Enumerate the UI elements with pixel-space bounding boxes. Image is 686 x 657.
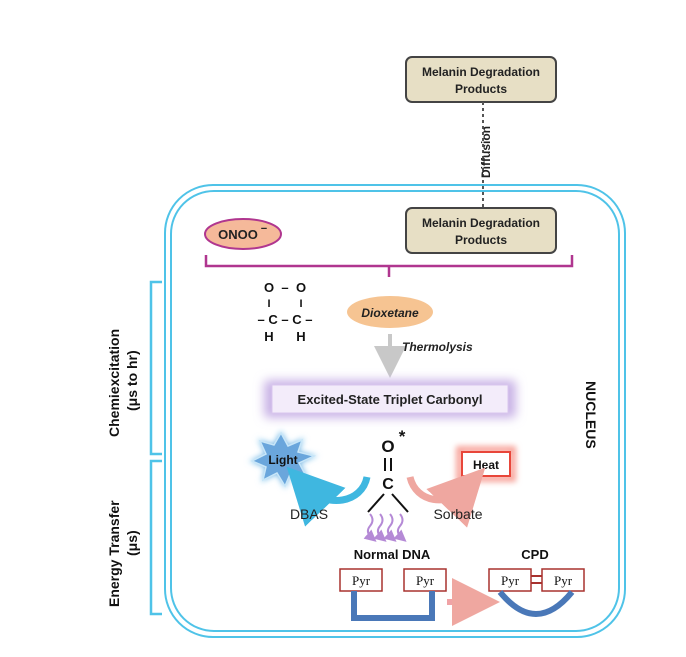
dbas-label: DBAS (290, 506, 328, 522)
top-box-line1: Melanin Degradation (422, 65, 540, 79)
struct-o2: O (296, 280, 306, 295)
carbonyl-group: O * C (367, 427, 409, 513)
light-label: Light (268, 453, 297, 467)
inner-box-line2: Products (455, 233, 507, 247)
struct-row3: – C – C – (258, 312, 313, 327)
heat-label: Heat (473, 458, 499, 472)
diffusion-label: Diffusion (479, 126, 493, 178)
melanin-products-box-top: Melanin Degradation Products (405, 56, 557, 103)
struct-bond2: I (299, 298, 302, 310)
energy-transfer-line1: Energy Transfer (106, 500, 122, 607)
light-burst: Light (248, 429, 319, 490)
heat-box: Heat (456, 446, 516, 482)
thermolysis-label: Thermolysis (402, 340, 473, 354)
normal-dna-label: Normal DNA (354, 547, 431, 562)
pyr-label-3: Pyr (501, 573, 520, 588)
nucleus-outer-border (164, 184, 626, 638)
struct-o1: O (264, 280, 274, 295)
triplet-label: Excited-State Triplet Carbonyl (298, 392, 483, 407)
pyr-label-2: Pyr (416, 573, 435, 588)
normal-dna: Pyr Pyr (339, 568, 447, 621)
dioxetane-label: Dioxetane (361, 306, 419, 320)
magenta-brace (204, 255, 574, 277)
dioxetane-structure: O – O I I – C – C – H H (258, 280, 313, 344)
chemiexcitation-line1: Chemiexcitation (106, 329, 122, 437)
pyr-label-4: Pyr (554, 573, 573, 588)
cpd-label: CPD (521, 547, 548, 562)
top-box-line2: Products (455, 82, 507, 96)
onoo-charge: − (261, 223, 267, 235)
struct-h2: H (296, 329, 305, 344)
carbonyl-star: * (399, 427, 406, 446)
struct-dash: – (281, 280, 288, 295)
inner-box-line1: Melanin Degradation (422, 216, 540, 230)
struct-bond1: I (267, 298, 270, 310)
nucleus-label: NUCLEUS (583, 381, 599, 449)
sorbate-label: Sorbate (433, 506, 482, 522)
energy-transfer-wavy-arrows (363, 513, 407, 542)
dbas-curved-arrow (286, 466, 371, 527)
triplet-carbonyl-box: Excited-State Triplet Carbonyl (264, 380, 516, 418)
sorbate-curved-arrow (406, 467, 486, 528)
chemiexcitation-line2: (μs to hr) (124, 350, 140, 411)
dioxetane-node: Dioxetane (347, 296, 433, 328)
energy-transfer-bracket (149, 459, 162, 616)
carbonyl-o: O (381, 437, 394, 456)
pyr-label-1: Pyr (352, 573, 371, 588)
nucleus-inner-border (170, 190, 620, 632)
cpd-dimer: Pyr Pyr (488, 568, 585, 617)
struct-h1: H (264, 329, 273, 344)
peroxynitrite-node: ONOO − (204, 218, 282, 250)
melanin-products-box-inner: Melanin Degradation Products (405, 207, 557, 254)
chemiexcitation-bracket (149, 280, 162, 456)
onoo-label: ONOO (218, 227, 258, 242)
carbonyl-c: C (382, 476, 394, 493)
energy-transfer-line2: (μs) (124, 530, 140, 556)
